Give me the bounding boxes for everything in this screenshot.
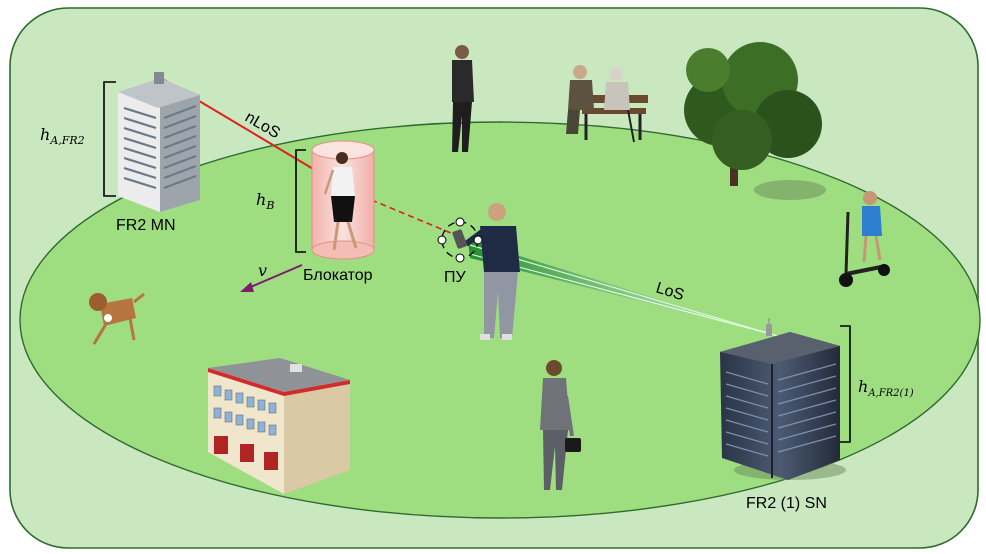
blocker-height-bracket [295,149,306,253]
los-beam [468,240,778,336]
person-standing-icon [452,45,474,152]
woman-briefcase-icon [540,360,581,490]
fr2-mn-label: FR2 MN [116,217,176,234]
dog-icon [89,292,145,345]
tree-icon [684,42,826,200]
person-blocker-icon [323,152,358,251]
h-a-fr2-label: hA,FR2 [40,125,85,147]
building-mn-icon [118,72,200,212]
sn-height-bracket [840,325,851,443]
building-sn-icon [720,318,846,480]
mn-height-bracket [103,81,116,197]
fr2-sn-label: FR2 (1) SN [746,495,827,512]
h-b-label: hB [256,190,274,212]
person-ue-icon [464,203,520,340]
building-lowrise-icon [208,358,350,494]
ue-label: ПУ [444,269,467,286]
velocity-label: v [258,261,267,280]
ue-device-marker [437,217,483,263]
people-bench-icon [566,65,648,143]
velocity-arrow [245,264,303,290]
child-scooter-icon [839,191,890,287]
blocker-label: Блокатор [303,267,373,284]
h-a-fr2-1-label: hA,FR2(1) [858,377,914,399]
nlos-dashed-line [361,195,459,237]
